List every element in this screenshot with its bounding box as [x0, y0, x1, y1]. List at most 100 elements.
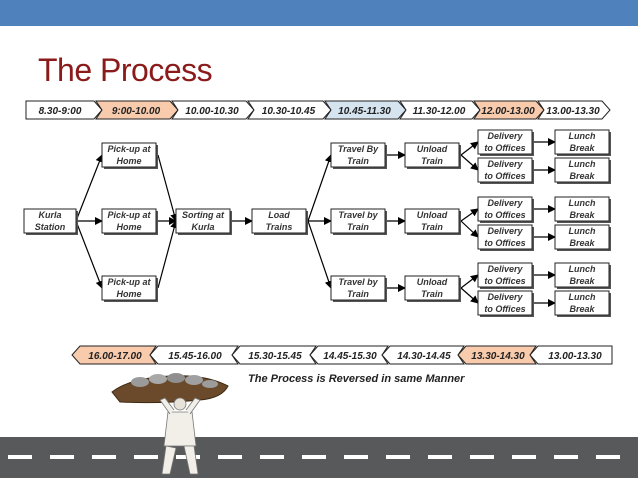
lane-dash — [8, 455, 32, 459]
timeline-top-label: 11.30-12.00 — [413, 106, 466, 117]
box-label: Travel by — [338, 210, 378, 220]
box-label: Lunch — [569, 264, 596, 274]
box-frame — [554, 290, 610, 316]
connectors — [75, 138, 556, 307]
box-label: Break — [569, 210, 595, 220]
box-label: Lunch — [569, 292, 596, 302]
figure-body — [163, 411, 197, 447]
road-illustration — [0, 437, 638, 478]
box-frame — [101, 142, 157, 168]
box-label: Lunch — [569, 159, 596, 169]
box-label: Delivery — [487, 198, 523, 208]
timeline-top-segment — [324, 100, 407, 120]
figure-head — [173, 397, 187, 411]
box-label: Kurla — [191, 222, 214, 232]
flow-arrow — [460, 274, 479, 289]
box-label: Break — [569, 238, 595, 248]
timeline-top-segment — [537, 100, 611, 120]
box-frame — [554, 262, 610, 288]
box-label: Train — [347, 156, 369, 166]
flow-arrow — [460, 208, 479, 222]
timeline-bottom-label: 16.00-17.00 — [88, 351, 142, 362]
lane-dash — [344, 455, 368, 459]
box-label: Home — [116, 222, 141, 232]
timeline-bottom-label: 13.00-13.30 — [548, 351, 602, 362]
road-lane-markings — [8, 455, 620, 459]
timeline-top-label: 8.30-9:00 — [39, 106, 82, 117]
box-label: Travel by — [338, 277, 378, 287]
box-label: Sorting at — [182, 210, 225, 220]
box-label: Station — [35, 222, 66, 232]
box-label: Kurla — [38, 210, 61, 220]
timeline-bottom-label: 14.45-15.30 — [323, 351, 377, 362]
flow-arrow — [75, 154, 104, 222]
tiffin-box — [185, 375, 203, 385]
box-label: to Offices — [484, 143, 525, 153]
node-pickup-at-home: Pick-up at Home — [101, 275, 158, 302]
tiffin-box — [202, 380, 218, 388]
box-label: to Offices — [484, 171, 525, 181]
box-label: Lunch — [569, 198, 596, 208]
timeline-bottom-label: 15.45-16.00 — [168, 351, 222, 362]
box-frame — [477, 196, 533, 222]
tiffin-box — [149, 374, 167, 384]
lane-dash — [50, 455, 74, 459]
box-label: Train — [421, 156, 443, 166]
timeline-top-segment — [247, 100, 332, 120]
flow-arrow — [157, 154, 179, 222]
figure-arm — [159, 397, 175, 415]
timeline-bottom-label: 13.30-14.30 — [471, 351, 525, 362]
box-label: Trains — [266, 222, 293, 232]
box-label: Home — [116, 289, 141, 299]
reverse-caption: The Process is Reversed in same Manner — [248, 373, 465, 385]
timeline-top-segment — [473, 100, 545, 120]
tiffin-box — [167, 373, 185, 383]
figure-leg — [183, 445, 199, 475]
timeline-bottom: 16.00-17.00 15.45-16.00 15.30-15.45 14.45-1… — [71, 345, 613, 365]
lane-dash — [302, 455, 326, 459]
box-label: Train — [421, 222, 443, 232]
lane-dash — [470, 455, 494, 459]
timeline-top-segment — [171, 100, 255, 120]
box-frame — [175, 208, 231, 234]
flow-arrow — [460, 154, 479, 171]
box-label: Pick-up at — [107, 277, 151, 287]
box-frame — [554, 129, 610, 155]
box-label: Unload — [417, 144, 448, 154]
box-label: to Offices — [484, 276, 525, 286]
box-frame — [477, 262, 533, 288]
box-label: Delivery — [487, 131, 523, 141]
box-label: Train — [347, 289, 369, 299]
flow-arrow — [75, 220, 104, 289]
node-sorting-at-kurla: Sorting at Kurla — [175, 208, 232, 235]
box-frame — [330, 142, 386, 168]
node-travel-by-train: Travel by Train — [330, 275, 387, 302]
box-label: Travel By — [338, 144, 379, 154]
dabbawala-figure — [111, 373, 229, 475]
timeline-top-label: 10.45-11.30 — [338, 106, 391, 117]
lane-dash — [428, 455, 452, 459]
lane-dash — [92, 455, 116, 459]
box-label: Break — [569, 171, 595, 181]
lane-dash — [512, 455, 536, 459]
timeline-bottom-label: 15.30-15.45 — [248, 351, 302, 362]
box-label: Unload — [417, 277, 448, 287]
timeline-top-label: 10.30-10.45 — [262, 106, 316, 117]
slide-title: The Process — [38, 52, 213, 88]
box-label: Pick-up at — [107, 144, 151, 154]
